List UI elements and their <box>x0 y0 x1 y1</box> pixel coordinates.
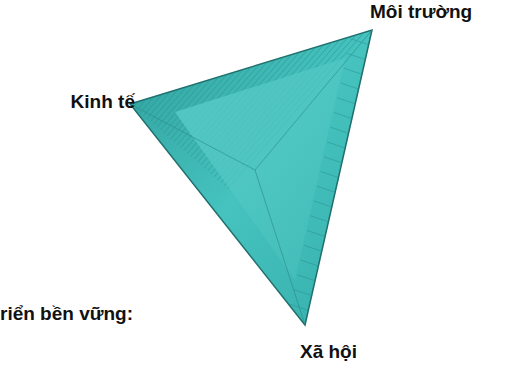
vertex-label: Môi trường <box>370 2 472 23</box>
shading-line <box>321 172 339 178</box>
shading-line <box>304 245 322 251</box>
shading-line <box>351 39 369 45</box>
shading-line <box>334 113 352 119</box>
pyramid-ridge <box>130 30 372 170</box>
shading-line <box>307 231 325 237</box>
vertex-label: Kinh tế <box>71 92 135 113</box>
shading-lines <box>133 32 368 310</box>
shading-line <box>337 98 355 104</box>
vertex-label: Xã hội <box>300 342 357 363</box>
shading-line <box>331 127 349 133</box>
shading-line <box>314 201 332 207</box>
pyramid-ridge <box>255 170 305 325</box>
shading-line <box>294 290 312 296</box>
shading-line <box>344 68 362 74</box>
shading-line <box>324 157 342 163</box>
shading-line <box>297 275 315 281</box>
caption-fragment: riển bền vững: <box>0 304 133 325</box>
pyramid-face <box>130 30 372 325</box>
shading-line <box>317 186 335 192</box>
shading-line <box>300 260 318 266</box>
shading-line <box>327 142 345 148</box>
shading-line <box>341 83 359 89</box>
pyramid-inner-face <box>175 58 345 280</box>
shading-line <box>310 216 328 222</box>
